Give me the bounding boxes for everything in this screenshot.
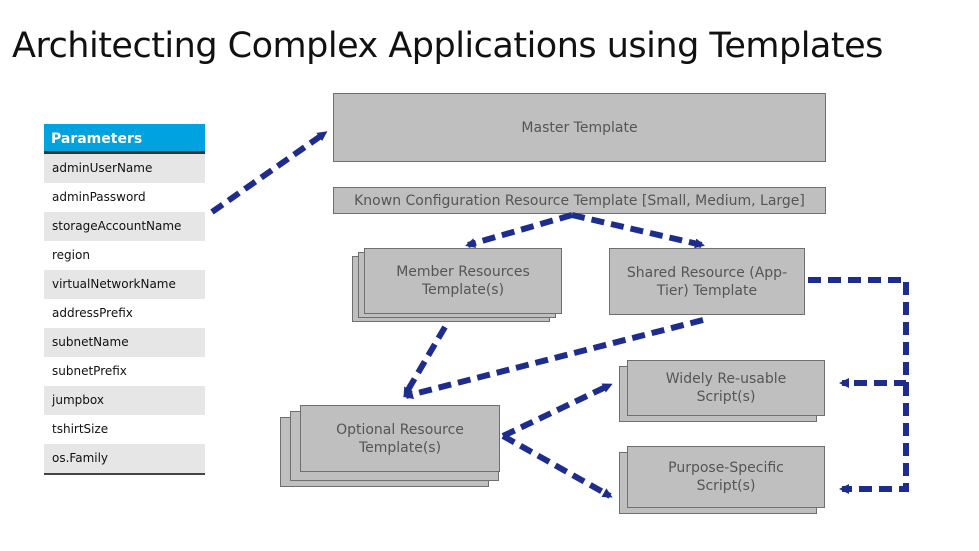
master-template-label: Master Template (521, 119, 638, 136)
arrow-shared-to-purpose (839, 383, 909, 494)
parameter-row: adminPassword (52, 190, 146, 204)
arrow-optional-to-reusable (501, 382, 613, 439)
parameter-row: region (52, 248, 90, 262)
parameter-row: subnetPrefix (52, 364, 127, 378)
known-config-template-box: Known Configuration Resource Template [S… (333, 187, 826, 214)
reusable-script-label: Widely Re-usable Script(s) (665, 371, 787, 405)
parameter-row: addressPrefix (52, 306, 133, 320)
parameter-row: subnetName (44, 328, 205, 357)
master-template-box: Master Template (333, 93, 826, 162)
arrow-member-to-optional (402, 325, 448, 398)
parameters-bottom-border (44, 473, 205, 475)
parameter-row: storageAccountName (44, 212, 205, 241)
parameter-row: tshirtSize (52, 422, 109, 436)
reusable-script-box: Widely Re-usable Script(s) (627, 360, 825, 416)
parameter-row: os.Family (44, 444, 205, 473)
arrow-known-to-shared (571, 212, 705, 249)
arrow-shared-to-optional (403, 317, 704, 400)
member-template-box: Member Resources Template(s) (364, 248, 562, 314)
parameter-row: jumpbox (44, 386, 205, 415)
shared-template-label: Shared Resource (App-Tier) Template (626, 264, 788, 299)
parameter-row: virtualNetworkName (44, 270, 205, 299)
optional-template-box: Optional Resource Template(s) (300, 405, 500, 472)
purpose-script-box: Purpose-Specific Script(s) (627, 446, 825, 508)
member-template-label: Member Resources Template(s) (396, 264, 530, 298)
arrow-parameters-to-master (210, 130, 328, 215)
shared-template-box: Shared Resource (App-Tier) Template (609, 248, 805, 315)
parameters-table: Parameters adminUserName adminPassword s… (44, 124, 205, 475)
optional-template-label: Optional Resource Template(s) (336, 421, 464, 456)
known-config-template-label: Known Configuration Resource Template [S… (354, 192, 805, 209)
arrow-shared-to-reusable (808, 277, 909, 388)
purpose-script-label: Purpose-Specific Script(s) (668, 460, 784, 494)
parameters-header: Parameters (44, 124, 205, 154)
page-title: Architecting Complex Applications using … (12, 26, 883, 66)
arrow-optional-to-purpose (501, 433, 613, 499)
parameter-row: adminUserName (44, 154, 205, 183)
arrow-known-to-member (465, 212, 573, 248)
